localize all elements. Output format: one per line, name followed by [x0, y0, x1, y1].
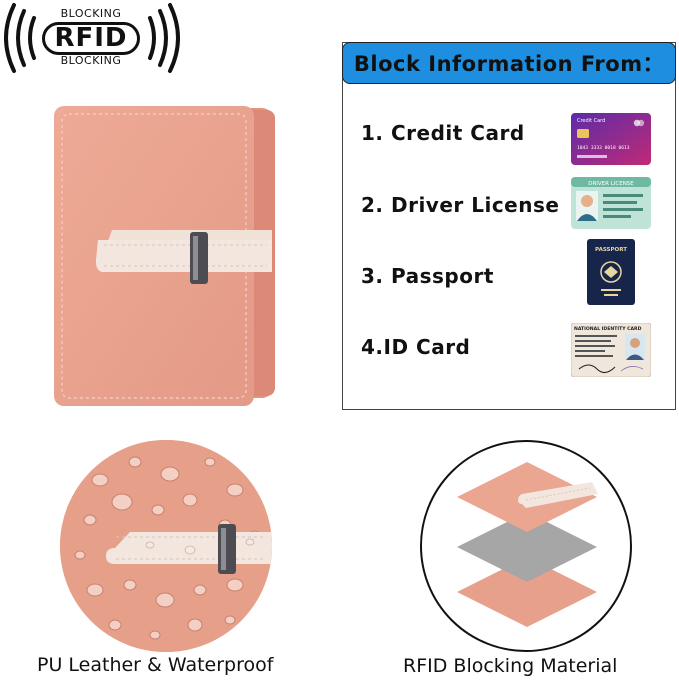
rfid-blocking-logo: BLOCKING RFID BLOCKING [0, 0, 190, 75]
id-card-icon: NATIONAL IDENTITY CARD [571, 323, 651, 377]
credit-card-icon: Credit Card 1043 3333 0018 0613 [571, 113, 651, 165]
waterproof-leather-image [60, 440, 272, 652]
driver-license-text: DRIVER LICENSE [588, 181, 634, 187]
caption-leather: PU Leather & Waterproof [37, 654, 274, 676]
passport-icon: PASSPORT [587, 239, 635, 305]
caption-material: RFID Blocking Material [403, 655, 618, 677]
passport-text: PASSPORT [595, 247, 627, 253]
logo-bottom-text: BLOCKING [60, 54, 122, 67]
signal-waves-icon [4, 3, 180, 73]
water-droplets-icon [60, 440, 272, 652]
item-passport: 3. Passport [361, 264, 494, 288]
item-id-card: 4.ID Card [361, 335, 471, 359]
item-credit-card: 1. Credit Card [361, 121, 525, 145]
item-driver-license: 2. Driver License [361, 193, 560, 217]
credit-card-number: 1043 3333 0018 0613 [577, 145, 630, 151]
block-info-panel: Block Information From： 1. Credit Card 2… [342, 42, 676, 410]
credit-card-text: Credit Card [577, 118, 605, 124]
material-layers-icon [457, 462, 598, 627]
id-card-text: NATIONAL IDENTITY CARD [574, 326, 642, 332]
wallet-image [54, 106, 275, 406]
logo-main-text: RFID [42, 22, 140, 55]
driver-license-icon: DRIVER LICENSE [571, 177, 651, 229]
logo-top-text: BLOCKING [60, 7, 122, 20]
block-info-title: Block Information From： [342, 42, 676, 84]
rfid-material-image [420, 440, 632, 652]
